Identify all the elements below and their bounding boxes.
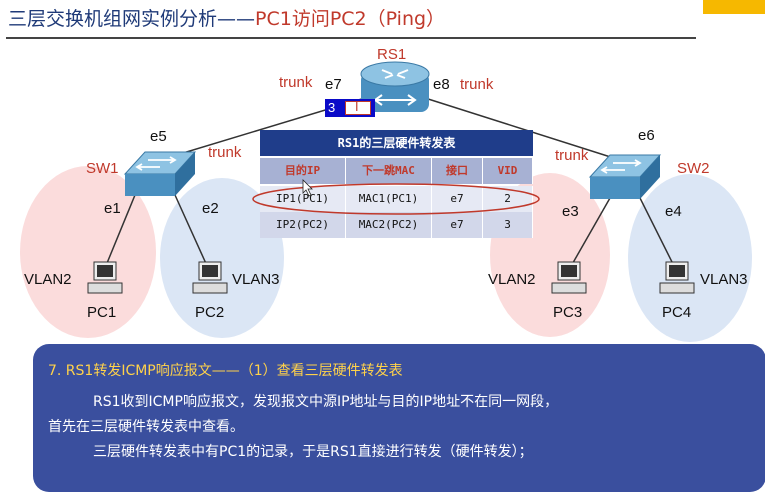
title-main: 三层交换机组网实例分析—— [8,8,256,30]
link-sw1-pc2 [174,194,209,269]
port-e4-label: e4 [665,203,682,220]
sw2-trunk-label: trunk [555,147,589,164]
link-sw2-pc3 [569,197,611,269]
link-sw1-pc1 [104,194,136,269]
pc2-label: PC2 [195,304,225,321]
pc3-label: PC3 [553,304,583,321]
panel-line-3: 三层硬件转发表中有PC1的记录，于是RS1直接进行转发（硬件转发）； [93,444,533,460]
port-e5-label: e5 [150,128,167,145]
link-rs1-sw2 [424,97,621,161]
vlan3-area-right [628,174,752,342]
title-underline [6,37,696,39]
vlan-tag-number: 3 [328,100,336,115]
forwarding-table: RS1的三层硬件转发表 目的IP 下一跳MAC 接口 VID IP1(PC1) … [260,130,533,238]
pc3-vlan-label: VLAN2 [488,271,536,288]
port-e1-label: e1 [104,200,121,217]
sw1-trunk-label: trunk [208,144,242,161]
col-dest-ip: 目的IP [260,158,346,184]
cell-interface: e7 [432,212,483,238]
panel-line-1: RS1收到ICMP响应报文，发现报文中源IP地址与目的IP地址不在同一网段， [93,394,559,410]
pc4-vlan-label: VLAN3 [700,271,748,288]
port-e7-label: e7 [325,76,342,93]
pc2-vlan-label: VLAN3 [232,271,280,288]
table-row: IP2(PC2) MAC2(PC2) e7 3 [260,212,533,238]
cell-next-hop-mac: MAC2(PC2) [346,212,432,238]
pc4-label: PC4 [662,304,692,321]
panel-title: 7. RS1转发ICMP响应报文——（1）查看三层硬件转发表 [48,363,403,379]
vlan3-area-left [160,178,284,338]
pc1-label: PC1 [87,304,117,321]
title-subtitle: PC1访问PC2（Ping） [255,8,446,30]
pc1-icon [87,261,123,294]
link-sw2-pc4 [639,197,676,269]
trunk-right-label: trunk [460,76,494,93]
pc3-icon [551,261,587,294]
vlan-tag-frame: 3 I [325,99,375,117]
switch-sw2-icon [588,154,662,199]
table-row: IP1(PC1) MAC1(PC1) e7 2 [260,186,533,212]
port-e6-label: e6 [638,127,655,144]
router-name: RS1 [377,46,407,63]
cell-interface: e7 [432,186,483,212]
col-vid: VID [483,158,533,184]
pc1-vlan-label: VLAN2 [24,271,72,288]
pc2-icon [192,261,228,294]
vlan-tag-marker-box: I [345,100,371,115]
cell-vid: 2 [483,186,533,212]
col-interface: 接口 [432,158,483,184]
panel-line-2: 首先在三层硬件转发表中查看。 [48,419,244,435]
pc4-icon [659,261,695,294]
trunk-left-label: trunk [279,74,313,91]
port-e3-label: e3 [562,203,579,220]
sw1-name: SW1 [86,160,119,177]
cell-vid: 3 [483,212,533,238]
cell-dest-ip: IP1(PC1) [260,186,346,212]
corner-accent [703,0,765,14]
port-e2-label: e2 [202,200,219,217]
col-next-hop-mac: 下一跳MAC [346,158,432,184]
vlan2-area-left [20,166,156,338]
table-title: RS1的三层硬件转发表 [260,130,533,156]
cell-dest-ip: IP2(PC2) [260,212,346,238]
table-header-row: 目的IP 下一跳MAC 接口 VID [260,158,533,184]
switch-sw1-icon [123,151,197,196]
port-e8-label: e8 [433,76,450,93]
vlan-tag-marker: I [355,100,359,114]
page-title: 三层交换机组网实例分析——PC1访问PC2（Ping） [8,4,445,31]
router-icon [360,61,430,112]
explanation-panel: 7. RS1转发ICMP响应报文——（1）查看三层硬件转发表 RS1收到ICMP… [33,344,765,492]
cell-next-hop-mac: MAC1(PC1) [346,186,432,212]
sw2-name: SW2 [677,160,710,177]
